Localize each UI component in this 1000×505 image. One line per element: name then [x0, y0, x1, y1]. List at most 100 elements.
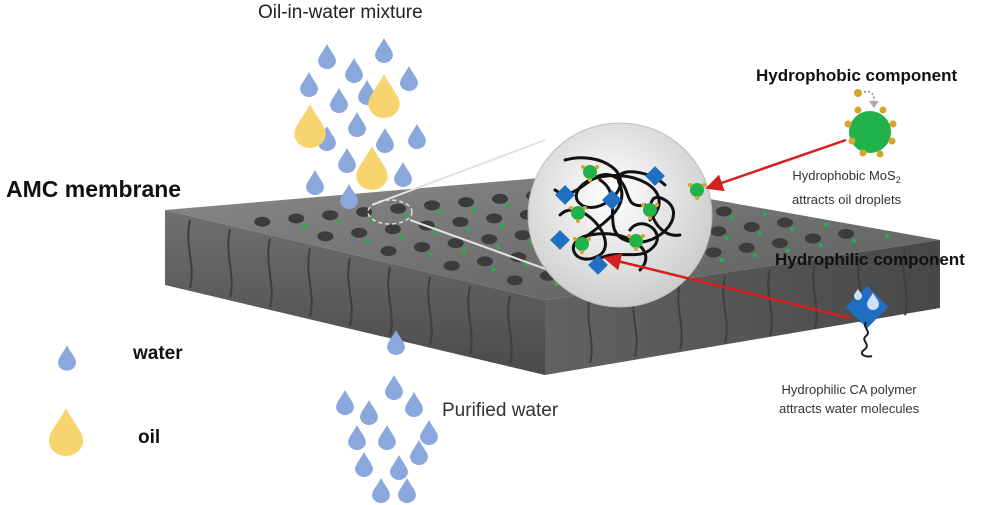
mos2-particle — [583, 165, 597, 179]
membrane-pore — [514, 230, 531, 241]
mos2-dot — [466, 227, 471, 232]
membrane-pore — [380, 246, 397, 257]
hydrophilic-desc-line1: Hydrophilic CA polymer — [781, 382, 917, 397]
membrane-rib — [677, 283, 683, 350]
oil-bound-dot — [627, 234, 631, 238]
membrane-pore — [771, 238, 788, 249]
oil-bound-dot — [573, 237, 577, 241]
mos2-dot — [437, 210, 442, 215]
membrane-label: AMC membrane — [6, 176, 182, 202]
mos2-particle — [643, 203, 657, 217]
zoom-projection-line — [371, 139, 546, 206]
oil-bound-dot — [580, 250, 584, 254]
water-drop-icon — [336, 390, 354, 415]
membrane-pore — [254, 216, 271, 227]
hydrophilic-title: Hydrophilic component — [775, 250, 965, 269]
hydrophobic-desc-line2: attracts oil droplets — [792, 192, 902, 207]
membrane-pore — [486, 213, 503, 224]
hydrophobic-desc-prefix: Hydrophobic MoS — [792, 168, 896, 183]
membrane-rib — [902, 249, 908, 316]
water-drop-icon — [345, 58, 363, 83]
membrane-pore — [710, 226, 727, 237]
membrane-rib — [227, 229, 233, 298]
mos2-dot — [495, 244, 500, 249]
membrane-pore — [443, 260, 460, 271]
mos2-dot — [432, 230, 437, 235]
membrane-rib — [812, 262, 818, 330]
water-drop-icon — [355, 452, 373, 477]
membrane-pore — [477, 256, 493, 267]
water-drop-icon — [348, 112, 366, 137]
oil-bound-dot — [688, 183, 692, 187]
mos2-particle — [575, 237, 589, 251]
mos2-dot — [471, 206, 476, 211]
hydrophobic-desc-subscript: 2 — [895, 175, 901, 185]
mos2-dot — [500, 223, 505, 228]
oil-bound-dot — [583, 206, 587, 210]
membrane-pore — [322, 210, 339, 221]
water-drop-icon — [390, 455, 408, 480]
legend-water-label: water — [133, 343, 183, 364]
membrane-pore — [414, 242, 431, 253]
mos2-dot — [461, 248, 466, 253]
water-drop-icon — [300, 72, 318, 97]
membrane-rib — [307, 248, 313, 317]
oil-bound-dot — [655, 203, 659, 207]
water-drop-icon — [360, 400, 378, 425]
oil-bound-dot — [634, 247, 638, 251]
membrane-pore — [838, 228, 855, 239]
ca-polymer-square — [588, 255, 608, 275]
oil-bound-dot — [641, 234, 645, 238]
oil-bound-dot — [581, 165, 585, 169]
mos2-dot — [399, 234, 404, 239]
mixture-label: Oil-in-water mixture — [258, 2, 423, 23]
water-drop-icon — [376, 128, 394, 153]
mos2-dot — [824, 222, 829, 227]
membrane-rib — [387, 267, 393, 336]
oil-bound-dot — [648, 216, 652, 220]
mos2-particle — [629, 234, 643, 248]
membrane-pore — [317, 231, 334, 242]
mos2-particle-icon — [844, 89, 897, 158]
water-drop-icon — [348, 425, 366, 450]
mos2-dot — [404, 213, 409, 218]
membrane-pore — [288, 213, 305, 224]
membrane-rib — [427, 276, 433, 346]
water-drop-icon — [398, 478, 416, 503]
membrane-rib — [187, 219, 193, 289]
water-drop-icon — [330, 88, 348, 113]
membrane-rib — [722, 276, 728, 343]
purified-water-label: Purified water — [442, 400, 559, 421]
mos2-dot — [524, 262, 529, 267]
membrane-pore — [481, 234, 498, 245]
water-drop-icon — [338, 148, 356, 173]
mos2-dot — [365, 238, 370, 243]
membrane-pore — [715, 206, 732, 217]
mos2-dot — [851, 238, 856, 243]
hydrophilic-desc-line2: attracts water molecules — [779, 401, 920, 416]
membrane-pore — [492, 193, 508, 204]
membrane-pore — [390, 203, 407, 214]
water-drop-icon — [318, 44, 336, 69]
oil-bound-dot — [569, 206, 573, 210]
membrane-pore — [804, 233, 821, 244]
hydrophilic-pointer-arrow — [603, 253, 851, 320]
membrane-pore — [777, 217, 793, 228]
mos2-dot — [491, 267, 496, 272]
mos2-dot — [757, 231, 762, 236]
membrane-rib — [767, 269, 773, 337]
water-drop-icon — [408, 124, 426, 149]
membrane-pore — [384, 224, 401, 235]
mos2-dot — [818, 243, 823, 248]
oil-drop-icon — [294, 104, 326, 148]
water-drop-icon — [420, 420, 438, 445]
mos2-dot — [505, 203, 510, 208]
hydrophobic-description: Hydrophobic MoS2 attracts oil droplets — [792, 166, 901, 209]
mos2-dot — [752, 253, 757, 258]
membrane-pore — [447, 238, 464, 249]
membrane-pore — [738, 242, 755, 253]
membrane-pore — [424, 200, 441, 211]
oil-bound-dot — [587, 237, 591, 241]
mos2-dot — [790, 227, 795, 232]
mos2-dot — [719, 257, 724, 262]
